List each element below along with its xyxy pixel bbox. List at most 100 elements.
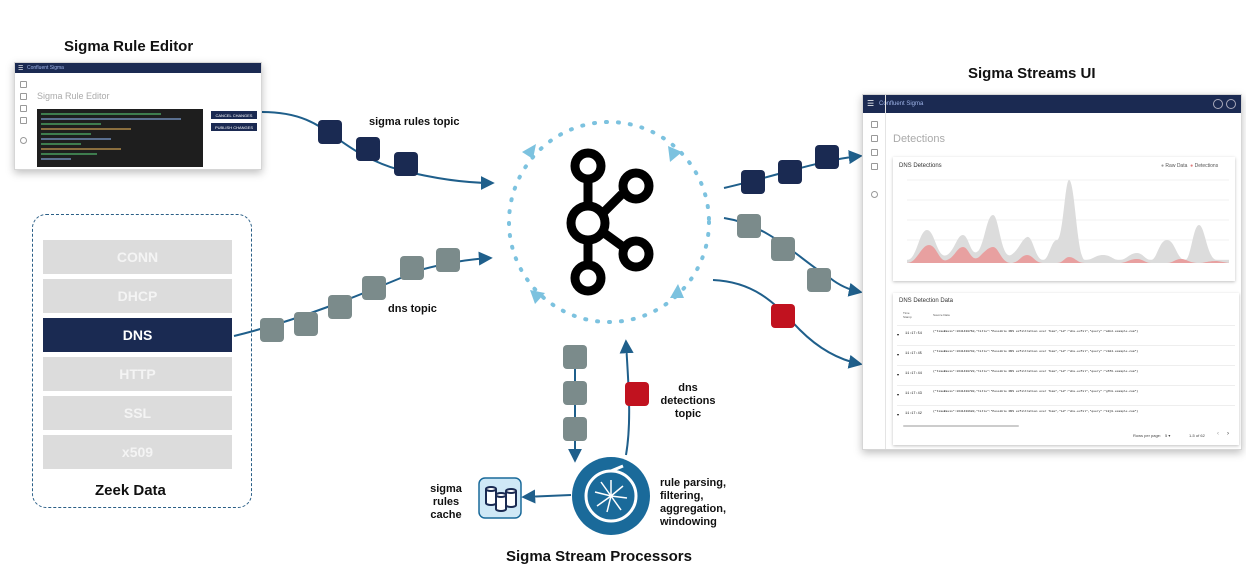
- detections-message: [625, 382, 649, 406]
- notifications-icon[interactable]: [1213, 99, 1223, 109]
- row-time: 11:17:54: [905, 332, 922, 336]
- zeek-item-conn[interactable]: CONN: [43, 240, 232, 274]
- zeek-item-x509[interactable]: x509: [43, 435, 232, 469]
- processing-cycle: [507, 120, 711, 324]
- chart-title: DNS Detections: [899, 163, 942, 169]
- row-data: {"timeBasis":1641430680,"title":"Possibl…: [933, 410, 1139, 413]
- ui-detection-message: [771, 304, 795, 328]
- ui-message-1: [741, 170, 765, 194]
- menu-icon[interactable]: ☰: [867, 99, 875, 108]
- streams-ui-heading: Sigma Streams UI: [968, 65, 1096, 82]
- dns-detections-chart-card: DNS Detections ● Raw Data ● Detections: [893, 157, 1235, 281]
- settings-icon[interactable]: [20, 137, 27, 144]
- detections-series: [907, 245, 1229, 263]
- expand-icon[interactable]: ▾: [897, 412, 900, 417]
- row-data: {"timeBasis":1641430720,"title":"Possibl…: [933, 370, 1139, 373]
- rule-code-editor[interactable]: [37, 109, 203, 167]
- editor-brand: Confluent Sigma: [27, 65, 64, 71]
- cache-database-icon: [478, 477, 522, 519]
- stream-processor-icon: [572, 457, 650, 535]
- dns-message-6: [436, 248, 460, 272]
- rules-icon[interactable]: [871, 163, 878, 170]
- col-time-header: Time Stamp: [903, 311, 912, 319]
- raw-data-series: [907, 180, 1229, 263]
- row-data: {"timeBasis":1641430740,"title":"Possibl…: [933, 350, 1139, 353]
- dashboard-icon[interactable]: [871, 135, 878, 142]
- rules-message-3: [394, 152, 418, 176]
- row-data: {"timeBasis":1641430760,"title":"Possibl…: [933, 330, 1139, 333]
- legend-detections: Detections: [1194, 163, 1219, 169]
- rows-per-page-select[interactable]: 5 ▾: [1165, 433, 1171, 438]
- dns-message-3: [328, 295, 352, 319]
- rules-topic-arrow: [261, 111, 495, 190]
- expand-icon[interactable]: ▾: [897, 392, 900, 397]
- ui-message-4: [737, 214, 761, 238]
- expand-icon[interactable]: ▾: [897, 352, 900, 357]
- row-time: 11:17:44: [905, 372, 922, 376]
- expand-icon[interactable]: ▾: [897, 372, 900, 377]
- row-time: 11:17:43: [905, 392, 922, 396]
- publish-changes-button[interactable]: PUBLISH CHANGES: [211, 123, 257, 131]
- rule-editor-heading: Sigma Rule Editor: [64, 38, 194, 55]
- proc-message-2: [563, 381, 587, 405]
- menu-icon[interactable]: ☰: [18, 66, 24, 72]
- table-scrollbar[interactable]: [903, 425, 1019, 427]
- table-row[interactable]: ▾ 11:17:42 {"timeBasis":1641430680,"titl…: [897, 405, 1235, 424]
- editor-appbar: ☰ Confluent Sigma: [15, 63, 261, 73]
- table-row[interactable]: ▾ 11:17:43 {"timeBasis":1641430700,"titl…: [897, 385, 1235, 404]
- settings-icon[interactable]: [871, 191, 878, 198]
- table-row[interactable]: ▾ 11:17:44 {"timeBasis":1641430720,"titl…: [897, 365, 1235, 384]
- streams-brand: Confluent Sigma: [879, 101, 924, 107]
- dns-detections-topic-label: dns detections topic: [660, 382, 716, 420]
- expand-icon[interactable]: ▾: [897, 332, 900, 337]
- streams-appbar: ☰ Confluent Sigma: [863, 95, 1241, 113]
- chart-icon[interactable]: [871, 149, 878, 156]
- dashboard-icon[interactable]: [20, 93, 27, 100]
- chart-legend: ● Raw Data ● Detections: [1161, 163, 1219, 169]
- next-page-icon[interactable]: ›: [1227, 431, 1229, 437]
- cycle-arrowhead-4: [670, 284, 684, 298]
- pagination-range: 1-5 of 62: [1189, 433, 1205, 438]
- sigma-rules-cache-label: sigma rules cache: [430, 483, 462, 521]
- zeek-item-ssl[interactable]: SSL: [43, 396, 232, 430]
- table-row[interactable]: ▾ 11:17:45 {"timeBasis":1641430740,"titl…: [897, 345, 1235, 364]
- dns-detection-data-card: DNS Detection Data Time Stamp Source Dat…: [893, 293, 1239, 445]
- chart-icon[interactable]: [20, 105, 27, 112]
- prev-page-icon[interactable]: ‹: [1217, 431, 1219, 437]
- zeek-data-group: [32, 214, 252, 508]
- proc-message-1: [563, 345, 587, 369]
- row-data: {"timeBasis":1641430700,"title":"Possibl…: [933, 390, 1139, 393]
- dns-message-1: [260, 318, 284, 342]
- row-time: 11:17:42: [905, 412, 922, 416]
- github-icon[interactable]: [1226, 99, 1236, 109]
- streams-ui-window: ☰ Confluent Sigma Detections DNS Detecti…: [862, 94, 1242, 450]
- proc-message-3: [563, 417, 587, 441]
- zeek-data-heading: Zeek Data: [95, 482, 166, 499]
- to-cache-arrow: [521, 489, 572, 504]
- rules-message-1: [318, 120, 342, 144]
- home-icon[interactable]: [20, 81, 27, 88]
- dns-topic-label: dns topic: [388, 303, 437, 315]
- zeek-item-dns[interactable]: DNS: [43, 318, 232, 352]
- kafka-logo-icon: [566, 148, 654, 296]
- cycle-arrowhead-2: [668, 146, 682, 162]
- row-time: 11:17:45: [905, 352, 922, 356]
- zeek-item-dhcp[interactable]: DHCP: [43, 279, 232, 313]
- cancel-changes-button[interactable]: CANCEL CHANGES: [211, 111, 257, 119]
- rules-message-2: [356, 137, 380, 161]
- rule-editor-window: ☰ Confluent Sigma Sigma Rule Editor CANC…: [14, 62, 262, 170]
- dns-message-5: [400, 256, 424, 280]
- dns-message-4: [362, 276, 386, 300]
- col-data-header: Source Data: [933, 313, 950, 317]
- to-ui-arrow-3: [712, 279, 863, 369]
- home-icon[interactable]: [871, 121, 878, 128]
- sigma-rules-topic-label: sigma rules topic: [369, 116, 460, 128]
- cycle-arrowhead-3: [530, 290, 545, 304]
- legend-raw-data: Raw Data: [1165, 163, 1188, 169]
- rules-icon[interactable]: [20, 117, 27, 124]
- zeek-item-http[interactable]: HTTP: [43, 357, 232, 391]
- table-row[interactable]: ▾ 11:17:54 {"timeBasis":1641430760,"titl…: [897, 325, 1235, 344]
- ui-message-2: [778, 160, 802, 184]
- ui-message-3: [815, 145, 839, 169]
- detections-page-title: Detections: [893, 133, 945, 145]
